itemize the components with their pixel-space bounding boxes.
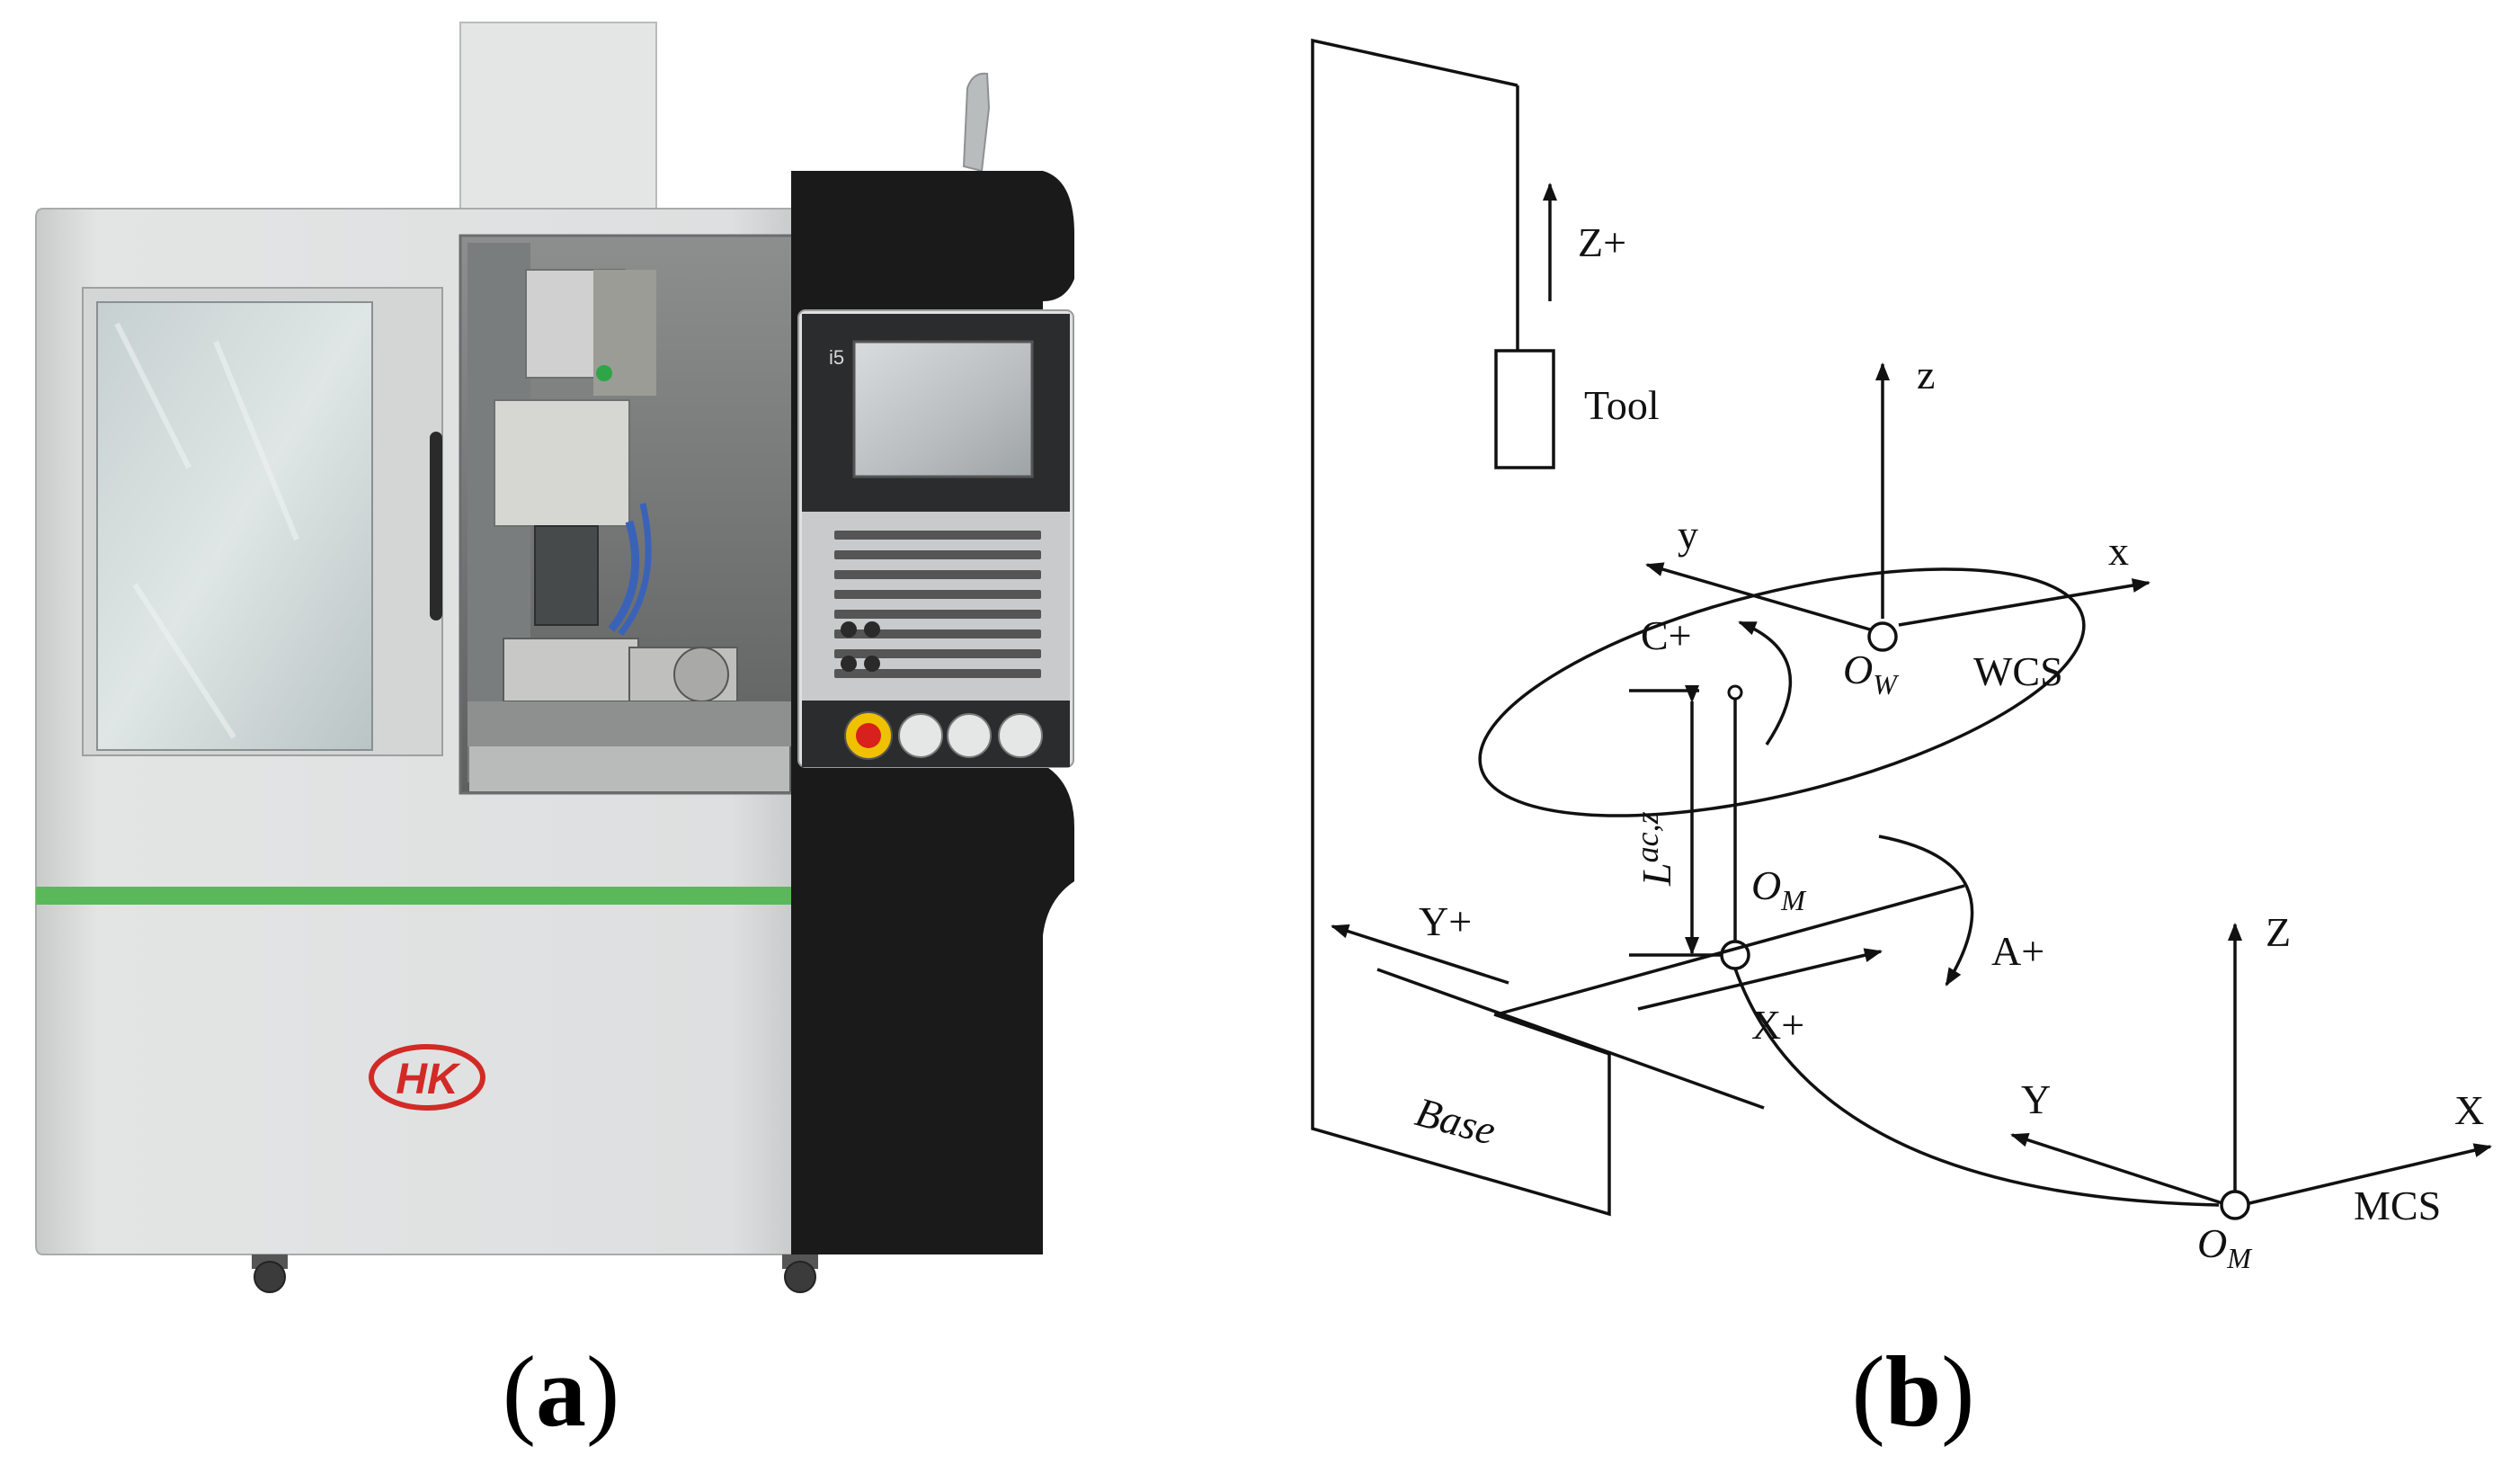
wcs-y-label: y — [1678, 512, 1698, 558]
wcs-origin — [1867, 621, 1898, 652]
base-line-1 — [1376, 968, 1765, 1110]
x-plus-arrow — [1637, 948, 1883, 1011]
tool-label: Tool — [1584, 382, 1660, 428]
mcs-origin-label: OM — [2197, 1220, 2253, 1274]
c-plus-label: C+ — [1641, 612, 1692, 658]
casters — [252, 1254, 818, 1293]
a-axis-line — [1496, 884, 1965, 1016]
wcs-origin-label: OW — [1843, 647, 1900, 701]
mcs-x-label: X — [2454, 1087, 2484, 1133]
door-handle — [430, 432, 442, 620]
y-plus-arrow — [1331, 924, 1509, 985]
wcs-x-label: x — [2108, 528, 2129, 574]
mcs-label: MCS — [2354, 1183, 2441, 1228]
accent-stripe — [36, 887, 809, 905]
panel-b-label: (b) — [1852, 1336, 1975, 1448]
om-label: OM — [1751, 862, 1807, 916]
a-plus-arrow — [1878, 835, 1974, 986]
control-knob-2 — [947, 713, 992, 758]
base-label: Base — [1411, 1088, 1500, 1153]
wcs-z-label: z — [1917, 352, 1935, 397]
machine-frame — [1311, 38, 1611, 1217]
panel-a-label: (a) — [503, 1336, 620, 1448]
rotary-table-ellipse — [1478, 567, 2086, 817]
control-knob-1 — [898, 713, 943, 758]
offset-label: Lac,z — [1629, 811, 1679, 887]
wcs-y-axis — [1645, 562, 1871, 631]
mcs-x-axis — [2248, 1143, 2492, 1205]
a-plus-label: A+ — [1991, 928, 2044, 974]
control-knob-3 — [998, 713, 1043, 758]
logo-text: HK — [396, 1056, 461, 1103]
panel-a-machine-photo: HK i5 — [35, 22, 1074, 1293]
keypad — [834, 531, 1041, 678]
mcs-origin — [2220, 1190, 2250, 1220]
tool-box — [1494, 349, 1555, 469]
wcs-x-axis — [1898, 578, 2150, 627]
control-screen — [852, 340, 1034, 478]
machine-top-hood — [459, 22, 657, 217]
c-plus-arrow — [1738, 620, 1793, 745]
brand-logo: HK — [369, 1044, 485, 1111]
control-column — [791, 171, 1074, 351]
mcs-z-label: Z — [2266, 909, 2291, 955]
base-line-2 — [1493, 1013, 1610, 1056]
y-plus-label: Y+ — [1419, 898, 1472, 944]
x-plus-label: X+ — [1751, 1002, 1804, 1048]
rotary-table — [503, 638, 639, 702]
screen-brand: i5 — [829, 346, 844, 369]
panel-b-diagram: Tool Z+ z x y OW WCS C+ Lac,z OM A+ — [1311, 38, 2492, 1274]
mcs-y-label: Y — [2021, 1076, 2051, 1122]
exhaust-pipe — [962, 72, 991, 173]
z-plus-label: Z+ — [1578, 219, 1626, 265]
wcs-label: WCS — [1973, 648, 2063, 694]
link-curve — [1733, 968, 2220, 1207]
mcs-y-axis — [2010, 1132, 2223, 1205]
